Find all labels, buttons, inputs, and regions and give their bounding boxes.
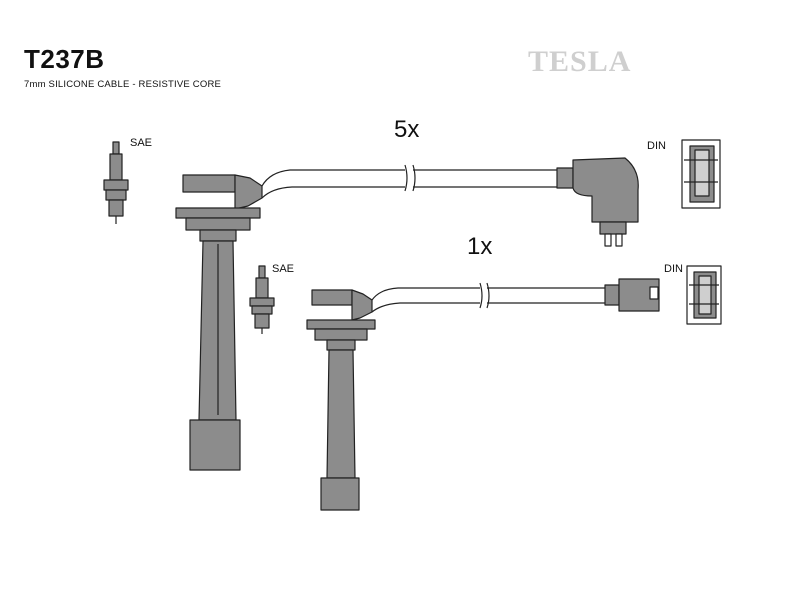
brand-logo: TESLA (528, 45, 632, 78)
short-lead-boot (306, 289, 376, 511)
din-label-long-lead: DIN (647, 140, 666, 152)
din-terminal-icon-small (686, 265, 722, 325)
sae-label-long-lead: SAE (130, 137, 153, 149)
short-lead-terminal-boot (604, 278, 660, 312)
long-lead-cable-break (404, 164, 416, 192)
din-label-short-lead: DIN (664, 263, 683, 275)
spark-plug-icon-large (103, 141, 129, 224)
short-lead-cable-break (479, 282, 490, 309)
cable-description: 7mm SILICONE CABLE - RESISTIVE CORE (24, 79, 222, 90)
long-lead-cable (261, 169, 557, 199)
sae-label-short-lead: SAE (272, 263, 295, 275)
spark-plug-icon-small (249, 265, 275, 334)
long-lead-boot (175, 174, 263, 471)
part-code: T237B (24, 44, 105, 74)
quantity-label-long-lead: 5x (394, 116, 420, 143)
short-lead-cable (371, 287, 605, 313)
long-lead-terminal-boot (556, 157, 639, 247)
quantity-label-short-lead: 1x (467, 233, 493, 260)
din-terminal-icon-large (681, 139, 721, 209)
